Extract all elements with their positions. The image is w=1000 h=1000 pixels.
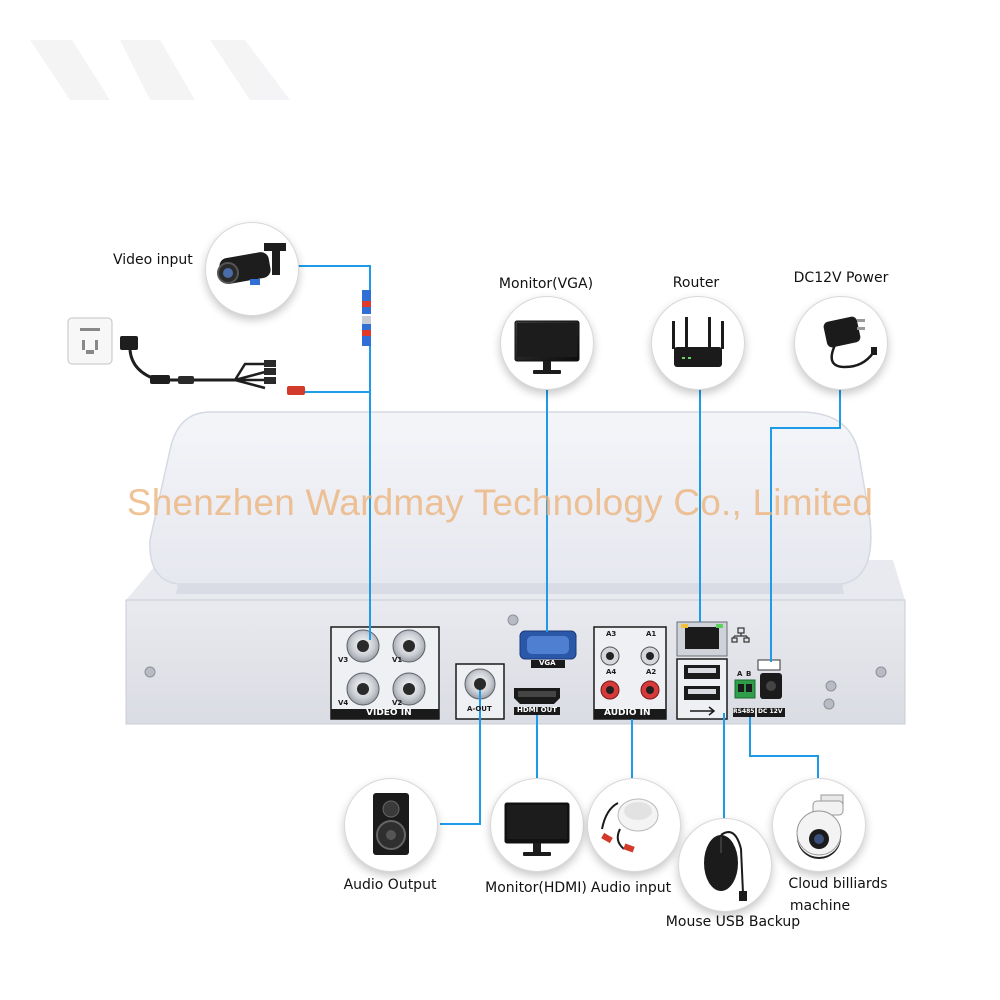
bullet-camera-icon (217, 243, 286, 285)
bnc-cable-connectors (362, 290, 371, 346)
mouse-circle (678, 818, 772, 912)
label-cloud-billiards-line1: Cloud billiards (788, 876, 888, 892)
mouse-icon (704, 831, 747, 901)
monitor-icon (514, 320, 580, 374)
monitor-hdmi-circle (490, 778, 584, 872)
port-label-v3: V3 (338, 656, 349, 664)
router-circle (651, 296, 745, 390)
monitor-icon (504, 802, 570, 856)
company-watermark: Shenzhen Wardmay Technology Co., Limited (126, 482, 874, 523)
dvr-device (125, 411, 906, 725)
faint-logo-mark (30, 40, 290, 100)
port-label-a-out: A-OUT (467, 705, 492, 713)
port-label-hdmi-out: HDMI OUT (517, 706, 558, 714)
audio-output-circle (344, 778, 438, 872)
label-dc12v-power: DC12V Power (793, 270, 889, 286)
port-label-audio-in: AUDIO IN (604, 708, 651, 718)
bnc-ports (346, 629, 426, 706)
port-label-a1: A1 (646, 630, 657, 638)
power-splitter-assembly (67, 317, 305, 395)
label-cloud-billiards-line2: machine (789, 898, 851, 914)
port-label-vga: VGA (539, 659, 556, 667)
rca-ports (600, 646, 660, 700)
label-monitor-hdmi: Monitor(HDMI) (485, 880, 587, 896)
video-input-circle (205, 222, 299, 316)
port-label-dc12v: DC 12V (758, 708, 783, 715)
audio-input-circle (587, 778, 681, 872)
port-label-v4: V4 (338, 699, 349, 707)
connection-lines (298, 265, 841, 825)
port-label-rs485-b: B (746, 670, 752, 678)
port-label-v1: V1 (392, 656, 403, 664)
port-label-a4: A4 (606, 668, 617, 676)
ptz-camera-icon (796, 794, 844, 859)
dc-power-circle (794, 296, 888, 390)
label-video-input: Video input (113, 252, 193, 268)
label-monitor-vga: Monitor(VGA) (498, 276, 594, 292)
power-adapter-icon (823, 316, 877, 369)
monitor-vga-circle (500, 296, 594, 390)
microphone-pickup-icon (601, 798, 659, 853)
port-label-rs485-a: A (737, 670, 743, 678)
port-label-a2: A2 (646, 668, 657, 676)
port-label-a3: A3 (606, 630, 617, 638)
port-label-v2: V2 (392, 699, 403, 707)
port-label-rs485: RS485 (733, 708, 755, 715)
speaker-icon (373, 793, 409, 855)
router-icon (672, 317, 724, 367)
label-audio-output: Audio Output (343, 877, 437, 893)
label-router: Router (672, 275, 720, 291)
port-label-video-in: VIDEO IN (366, 708, 412, 718)
label-audio-input: Audio input (590, 880, 672, 896)
label-mouse-usb-backup: Mouse USB Backup (665, 914, 801, 930)
ptz-camera-circle (772, 778, 866, 872)
